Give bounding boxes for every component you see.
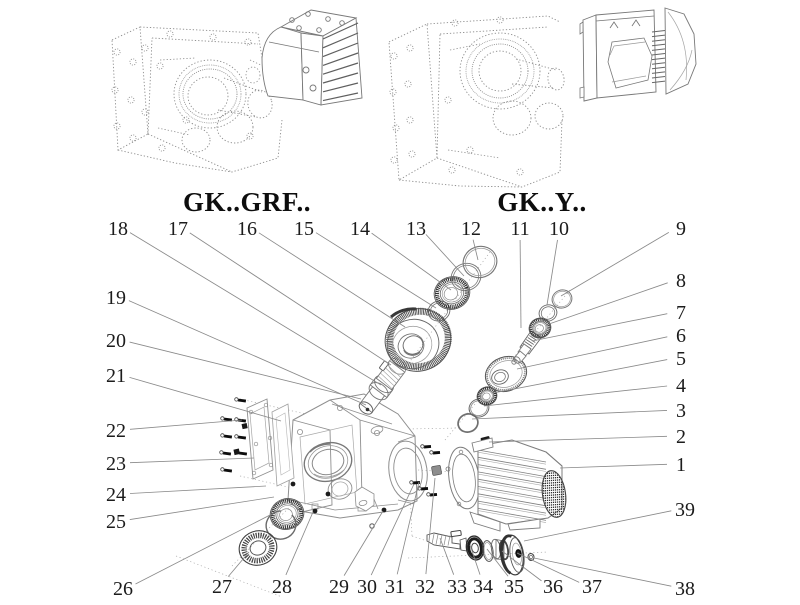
svg-text:27: 27 bbox=[212, 576, 232, 598]
svg-text:29: 29 bbox=[329, 576, 349, 598]
svg-text:25: 25 bbox=[106, 511, 126, 533]
svg-text:36: 36 bbox=[543, 576, 563, 598]
svg-text:38: 38 bbox=[675, 578, 695, 600]
svg-text:4: 4 bbox=[676, 375, 686, 397]
svg-text:19: 19 bbox=[106, 287, 126, 309]
svg-text:28: 28 bbox=[272, 576, 292, 598]
svg-text:37: 37 bbox=[582, 576, 602, 598]
svg-text:17: 17 bbox=[168, 218, 188, 240]
svg-text:GK..GRF..: GK..GRF.. bbox=[183, 187, 311, 217]
svg-text:15: 15 bbox=[294, 218, 314, 240]
svg-text:5: 5 bbox=[676, 348, 686, 370]
svg-text:34: 34 bbox=[473, 576, 493, 598]
svg-text:3: 3 bbox=[676, 400, 686, 422]
svg-text:35: 35 bbox=[504, 576, 524, 598]
svg-text:33: 33 bbox=[447, 576, 467, 598]
svg-text:22: 22 bbox=[106, 420, 126, 442]
svg-text:7: 7 bbox=[676, 302, 686, 324]
svg-text:18: 18 bbox=[108, 218, 128, 240]
svg-text:13: 13 bbox=[406, 218, 426, 240]
svg-text:24: 24 bbox=[106, 484, 126, 506]
svg-text:30: 30 bbox=[357, 576, 377, 598]
svg-text:6: 6 bbox=[676, 325, 686, 347]
svg-text:16: 16 bbox=[237, 218, 257, 240]
svg-text:GK..Y..: GK..Y.. bbox=[497, 187, 587, 217]
svg-text:32: 32 bbox=[415, 576, 435, 598]
svg-text:23: 23 bbox=[106, 453, 126, 475]
svg-text:11: 11 bbox=[510, 218, 529, 240]
svg-text:8: 8 bbox=[676, 270, 686, 292]
svg-text:20: 20 bbox=[106, 330, 126, 352]
svg-text:1: 1 bbox=[676, 454, 686, 476]
svg-text:26: 26 bbox=[113, 578, 133, 600]
svg-text:21: 21 bbox=[106, 365, 126, 387]
svg-text:39: 39 bbox=[675, 499, 695, 521]
svg-text:31: 31 bbox=[385, 576, 405, 598]
svg-text:9: 9 bbox=[676, 218, 686, 240]
svg-text:2: 2 bbox=[676, 426, 686, 448]
svg-text:10: 10 bbox=[549, 218, 569, 240]
svg-text:12: 12 bbox=[461, 218, 481, 240]
svg-text:14: 14 bbox=[350, 218, 370, 240]
